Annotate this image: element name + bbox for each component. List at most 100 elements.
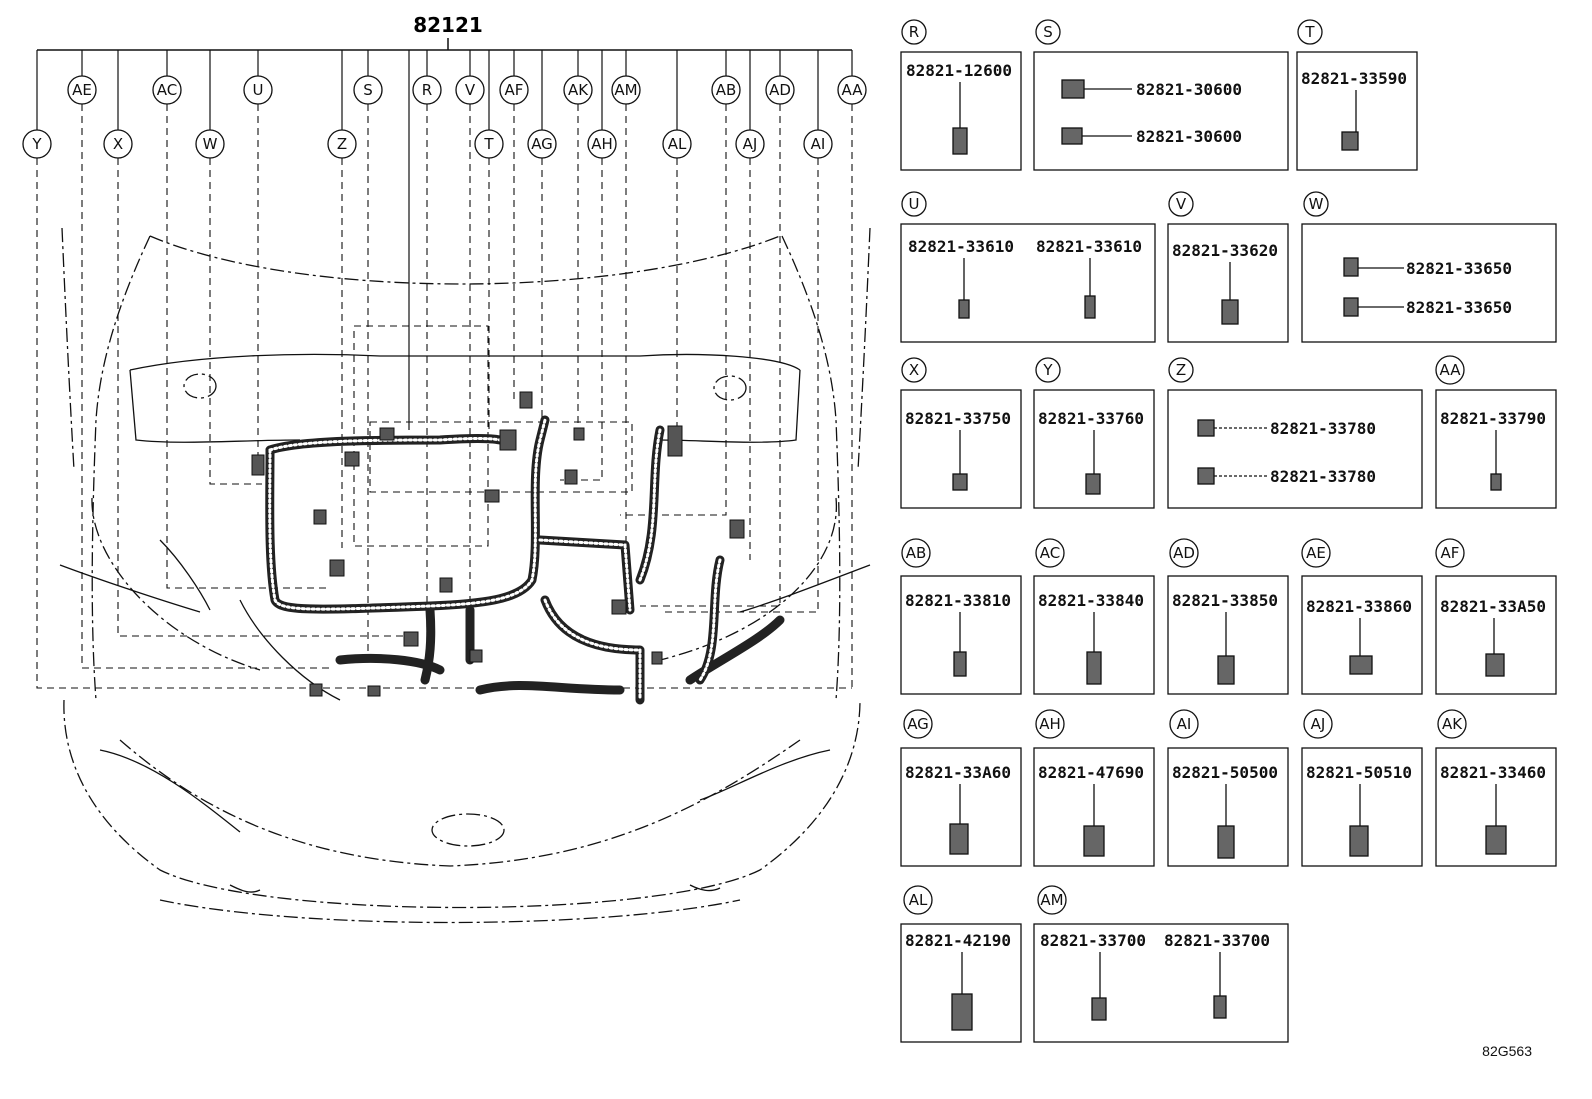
part-number: 82821-33700 [1040, 931, 1146, 950]
callout-AE: AE [67, 75, 97, 105]
dashed-leaders [36, 104, 853, 689]
callout-AB: AB [711, 75, 741, 105]
callout-row-top: AE AC U S R V AF AK AM AB AD AA [67, 75, 867, 105]
detail-box-AC: AC 82821-33840 [1033, 538, 1155, 695]
part-number: 82821-33610 [1036, 237, 1142, 256]
svg-text:AG: AG [907, 715, 929, 733]
svg-text:X: X [909, 361, 919, 379]
svg-text:AK: AK [1442, 715, 1463, 733]
svg-text:AH: AH [591, 135, 613, 153]
part-number: 82821-33A60 [905, 763, 1011, 782]
svg-text:AD: AD [1173, 544, 1195, 562]
detail-box-AM: AM 82821-33700 82821-33700 [1033, 885, 1289, 1043]
part-number: 82821-33590 [1301, 69, 1407, 88]
callout-X: X [103, 129, 133, 159]
svg-text:W: W [203, 135, 218, 153]
callout-T: T [474, 129, 504, 159]
detail-box-X: X 82821-33750 [900, 357, 1022, 509]
svg-text:V: V [1176, 195, 1187, 213]
vehicle-body-outline [61, 227, 871, 924]
callout-Z: Z [327, 129, 357, 159]
svg-text:AC: AC [157, 81, 177, 99]
part-number: 82821-33860 [1306, 597, 1412, 616]
detail-box-R: R 82821-12600 [900, 19, 1022, 171]
callout-AM: AM [611, 75, 641, 105]
part-number: 82821-33650 [1406, 259, 1512, 278]
detail-box-S: S 82821-30600 82821-30600 [1033, 19, 1289, 171]
detail-box-Z: Z 82821-33780 82821-33780 [1167, 357, 1423, 509]
harness-hatching [268, 418, 722, 702]
svg-text:AB: AB [716, 81, 737, 99]
detail-box-AB: AB 82821-33810 [900, 538, 1022, 695]
svg-text:AA: AA [1440, 361, 1462, 379]
reference-code: 82G563 [1482, 1043, 1532, 1059]
callout-AI: AI [803, 129, 833, 159]
engine-bay-lines [59, 353, 871, 893]
svg-text:AJ: AJ [1311, 715, 1326, 733]
callout-V: V [455, 75, 485, 105]
callout-Y: Y [22, 129, 52, 159]
main-part-number: 82121 [413, 13, 483, 37]
svg-text:R: R [909, 23, 919, 41]
detail-box-AF: AF 82821-33A50 [1435, 538, 1557, 695]
callout-R: R [412, 75, 442, 105]
part-number: 82821-33780 [1270, 467, 1376, 486]
callout-U: U [243, 75, 273, 105]
callout-W: W [195, 129, 225, 159]
svg-text:Z: Z [337, 135, 347, 153]
svg-text:Y: Y [1042, 361, 1053, 379]
svg-text:AC: AC [1040, 544, 1060, 562]
part-number: 82821-33810 [905, 591, 1011, 610]
detail-box-AG: AG 82821-33A60 [900, 709, 1022, 867]
part-number: 82821-33750 [905, 409, 1011, 428]
part-number: 82821-42190 [905, 931, 1011, 950]
callout-AJ: AJ [735, 129, 765, 159]
part-number: 82821-33A50 [1440, 597, 1546, 616]
svg-text:AI: AI [811, 135, 826, 153]
callout-S: S [353, 75, 383, 105]
svg-text:S: S [363, 81, 373, 99]
detail-box-AE: AE 82821-33860 [1301, 538, 1423, 695]
svg-text:AJ: AJ [743, 135, 758, 153]
svg-text:Z: Z [1176, 361, 1186, 379]
detail-box-AA: AA 82821-33790 [1435, 355, 1557, 509]
detail-box-AL: AL 82821-42190 [900, 885, 1022, 1043]
callout-AF: AF [499, 75, 529, 105]
part-number: 82821-33650 [1406, 298, 1512, 317]
svg-text:R: R [422, 81, 432, 99]
svg-text:AA: AA [842, 81, 864, 99]
callout-AD: AD [765, 75, 795, 105]
part-number: 82821-33610 [908, 237, 1014, 256]
part-number: 82821-30600 [1136, 127, 1242, 146]
svg-text:T: T [483, 135, 494, 153]
part-number: 82821-33840 [1038, 591, 1144, 610]
detail-box-T: T 82821-33590 [1296, 19, 1418, 171]
callout-AC: AC [152, 75, 182, 105]
detail-box-AK: AK 82821-33460 [1435, 709, 1557, 867]
svg-text:AH: AH [1039, 715, 1061, 733]
part-number: 82821-30600 [1136, 80, 1242, 99]
callout-AL: AL [662, 129, 692, 159]
callout-AA: AA [837, 75, 867, 105]
svg-text:U: U [253, 81, 264, 99]
svg-text:AD: AD [769, 81, 791, 99]
svg-text:AG: AG [531, 135, 553, 153]
bracket-leaders [36, 50, 853, 430]
detail-boxes: R 82821-12600 S 82821-30600 82821-30600 … [900, 19, 1557, 1043]
callout-AH: AH [587, 129, 617, 159]
svg-text:AM: AM [614, 81, 637, 99]
detail-box-AD: AD 82821-33850 [1167, 538, 1289, 695]
svg-text:AM: AM [1040, 891, 1063, 909]
detail-box-V: V 82821-33620 [1167, 191, 1289, 343]
svg-text:AE: AE [1306, 544, 1326, 562]
detail-box-U: U 82821-33610 82821-33610 [900, 191, 1156, 343]
svg-text:S: S [1043, 23, 1053, 41]
svg-text:X: X [113, 135, 123, 153]
part-number: 82821-50500 [1172, 763, 1278, 782]
svg-text:AL: AL [909, 891, 928, 909]
svg-text:AF: AF [505, 81, 524, 99]
svg-text:AB: AB [906, 544, 927, 562]
callout-row-second: Y X W Z T AG AH AL AJ AI [22, 129, 833, 159]
svg-text:Y: Y [31, 135, 42, 153]
detail-box-W: W 82821-33650 82821-33650 [1301, 191, 1557, 343]
